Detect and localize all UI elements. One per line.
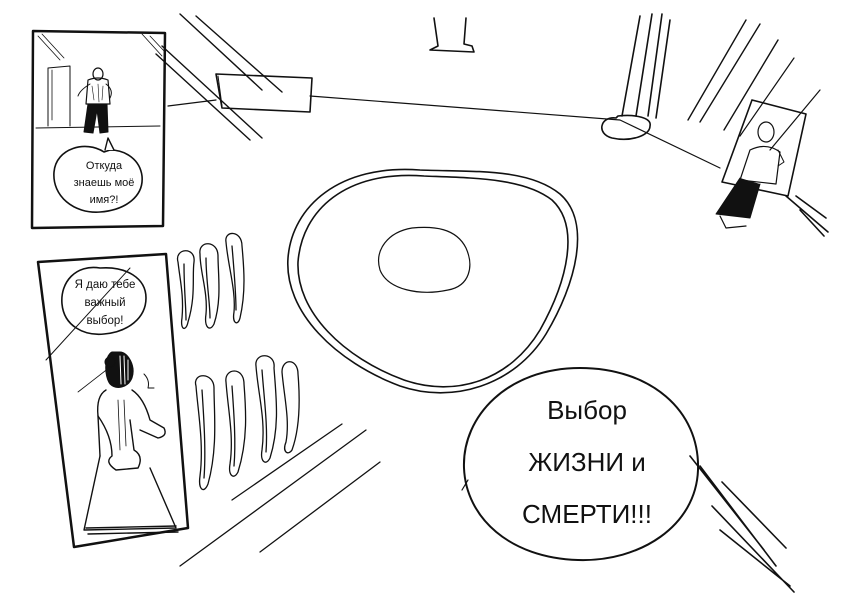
speech-text-1-line-3: имя?! (89, 194, 119, 206)
figure-offering-choice (83, 351, 179, 535)
top-left-panel (30, 29, 167, 230)
speech-bubble-2 (61, 266, 147, 336)
speech-text-2-line-3: выбор! (86, 315, 124, 327)
column (601, 13, 671, 141)
speech-text-1: Откуда знаешь моё имя?! (60, 158, 148, 209)
shout-text-line-3: СМЕРТИ!!! (522, 499, 652, 529)
ghostly-shapes-lower (194, 355, 300, 491)
figure-in-doorway (77, 67, 112, 134)
ceiling-lamp (429, 17, 475, 53)
speech-text-2-line-1: Я даю тебе (74, 279, 136, 291)
figure-portrait (715, 99, 807, 229)
shout-bubble (461, 367, 795, 593)
shout-text-line-1: Выбор (547, 395, 627, 425)
hanging-sign (215, 73, 313, 113)
speech-bubble-1 (53, 145, 143, 213)
shout-text-line-2: ЖИЗНИ и (528, 447, 646, 477)
central-pool (287, 168, 579, 394)
shout-text: Выбор ЖИЗНИ и СМЕРТИ!!! (472, 384, 702, 540)
speech-text-1-line-2: знаешь моё (73, 177, 135, 189)
ghostly-shapes-upper (176, 232, 245, 329)
bottom-left-panel (36, 252, 190, 549)
speech-text-2-line-2: важный (84, 297, 126, 309)
room-scene (155, 13, 829, 567)
speech-text-2: Я даю тебе важный выбор! (60, 276, 150, 330)
speech-text-1-line-1: Откуда (85, 160, 123, 172)
